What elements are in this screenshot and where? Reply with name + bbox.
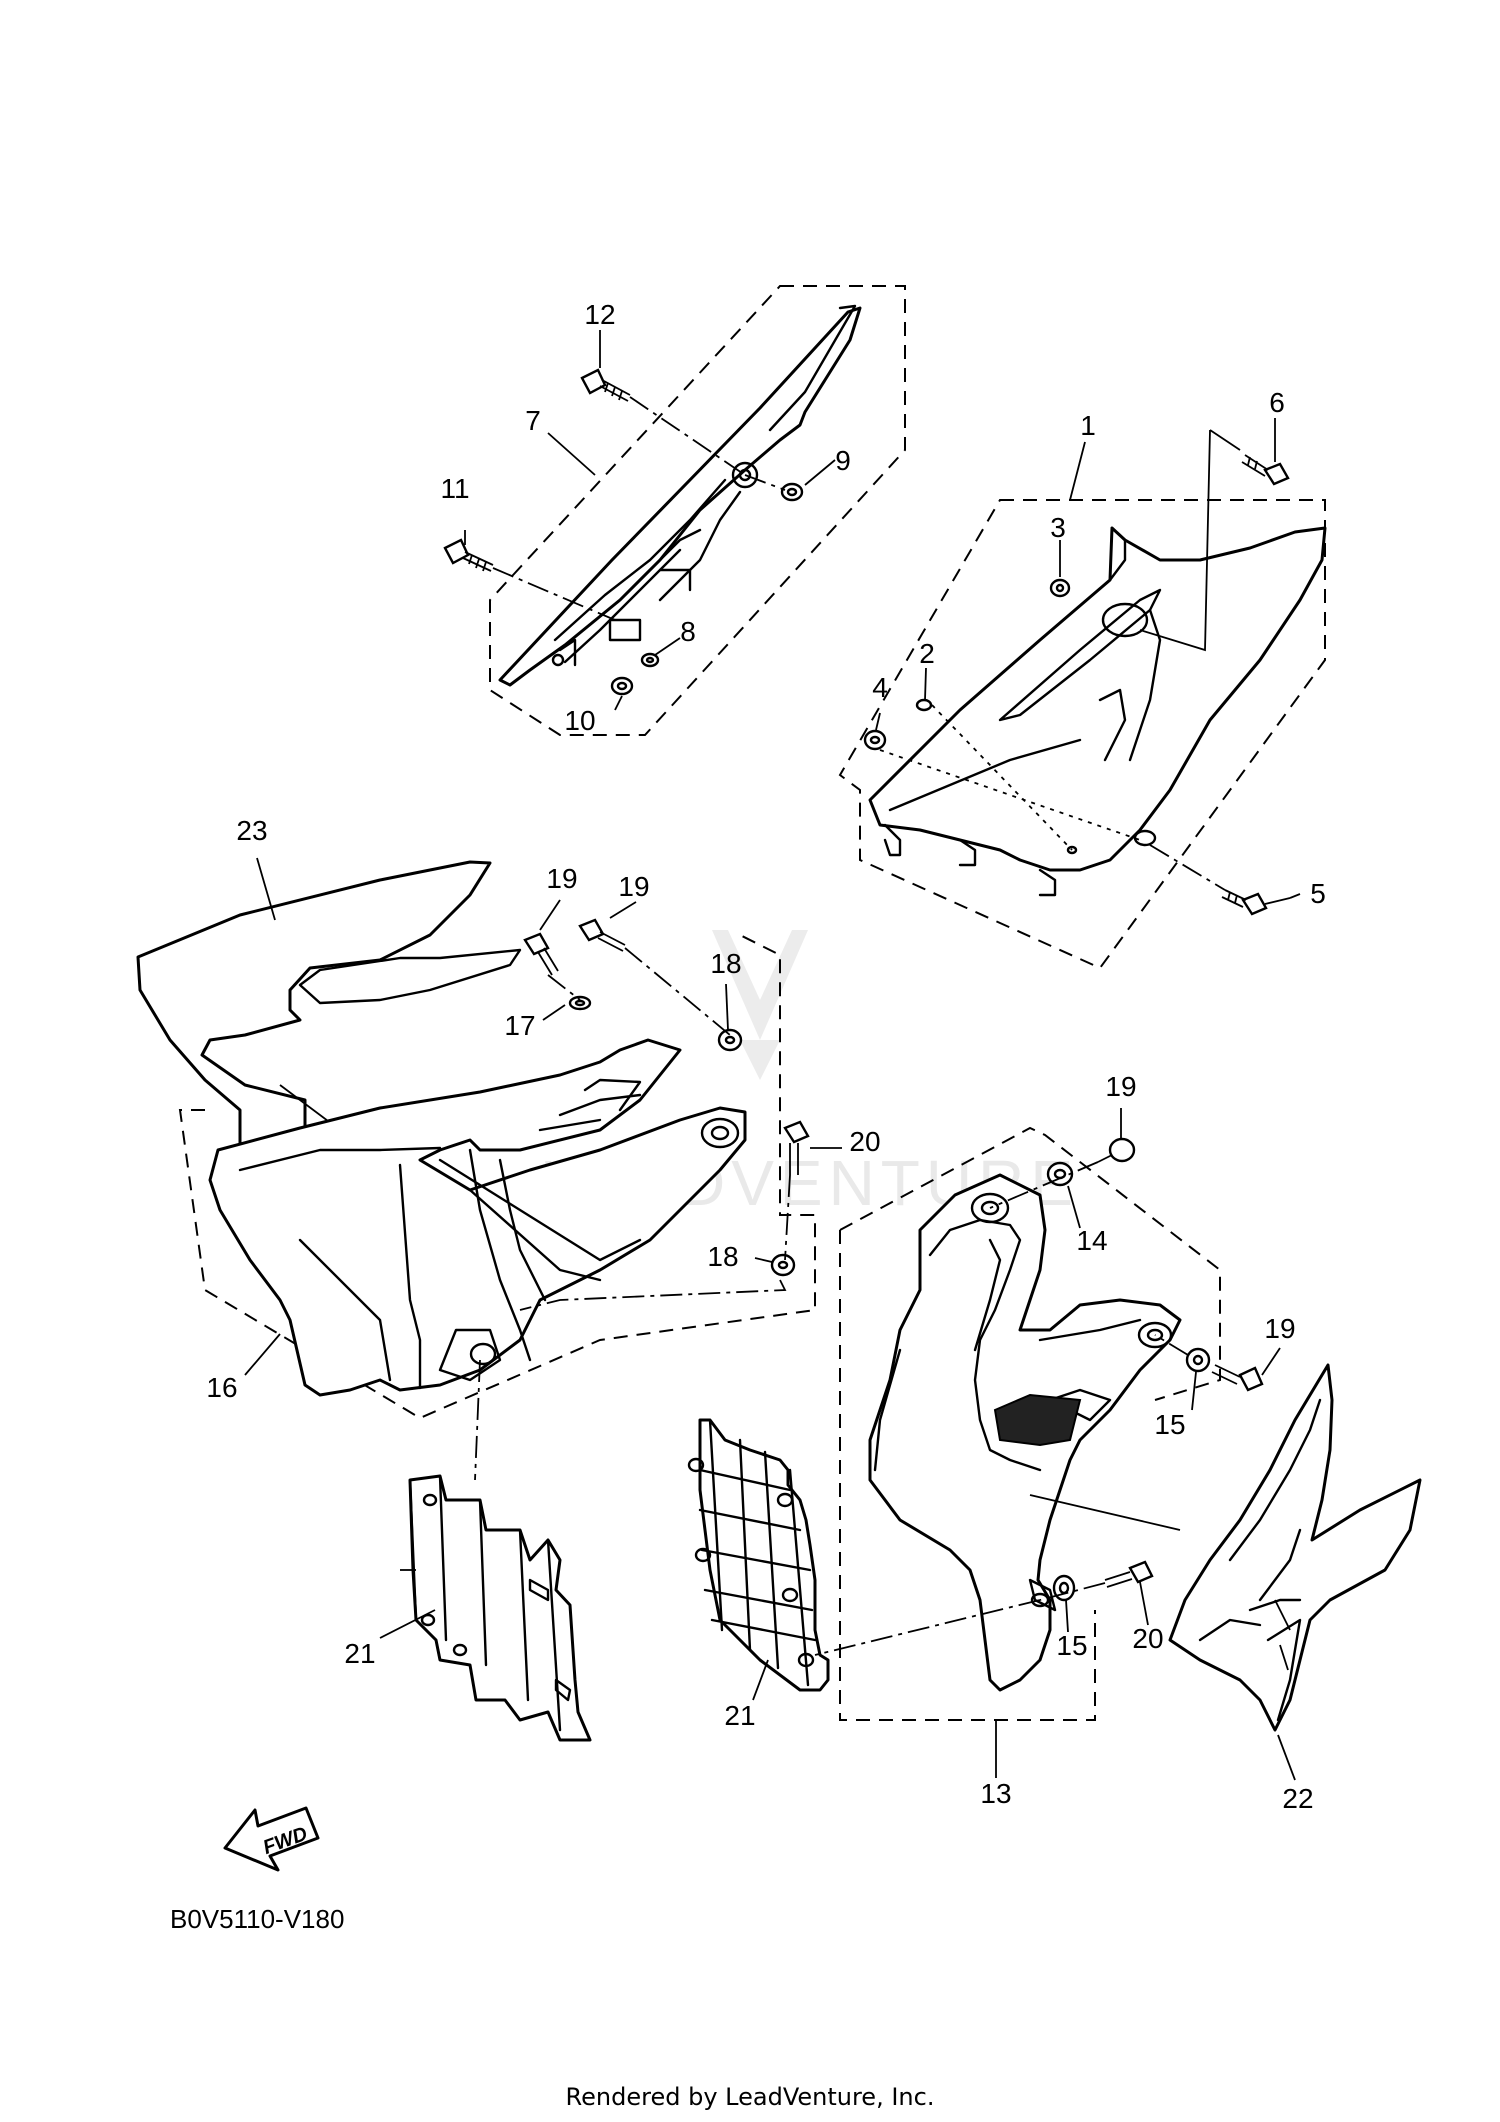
callout-16: 16 — [206, 1372, 237, 1403]
part-1-side-cover — [838, 429, 1327, 970]
washer-8-icon — [640, 652, 660, 668]
leadventure-logo-icon — [712, 930, 808, 1080]
callout-6: 6 — [1269, 387, 1285, 418]
callout-22: 22 — [1282, 1783, 1313, 1814]
callout-18b: 18 — [707, 1241, 738, 1272]
part-21-louver-left — [400, 1474, 592, 1742]
callout-2: 2 — [919, 638, 935, 669]
callout-labels: 12 7 11 9 8 10 1 6 3 2 4 5 23 19 19 18 1… — [206, 299, 1325, 1814]
callout-23: 23 — [236, 815, 267, 846]
part-21-louver-right — [687, 1418, 830, 1692]
bolt-6-icon — [1241, 454, 1290, 486]
washer-17-icon — [568, 995, 592, 1011]
callout-13: 13 — [980, 1778, 1011, 1809]
nut-18a-icon — [717, 1028, 743, 1052]
part-22-decal — [1168, 1363, 1422, 1732]
callout-18a: 18 — [710, 948, 741, 979]
rendered-by-footer: Rendered by LeadVenture, Inc. — [566, 2083, 935, 2111]
bolt-20a-icon — [783, 1120, 810, 1175]
washer-9-icon — [780, 482, 804, 502]
bolt-19a-icon — [523, 932, 559, 976]
fwd-arrow-icon: FWD — [223, 1806, 320, 1872]
washer-15a-icon — [1185, 1347, 1211, 1373]
callout-8: 8 — [680, 616, 696, 647]
callout-17: 17 — [504, 1010, 535, 1041]
washer-15b-icon — [1052, 1574, 1076, 1602]
callout-19d: 19 — [1264, 1313, 1295, 1344]
bolt-11-icon — [443, 538, 494, 572]
callout-19b: 19 — [618, 871, 649, 902]
callout-9: 9 — [835, 445, 851, 476]
callout-19a: 19 — [546, 863, 577, 894]
callout-15a: 15 — [1154, 1409, 1185, 1440]
callout-5: 5 — [1310, 878, 1326, 909]
washer-10-icon — [610, 676, 634, 696]
nut-19c-icon — [1097, 1137, 1136, 1163]
bolt-20b-icon — [1104, 1560, 1154, 1588]
callout-4: 4 — [872, 672, 888, 703]
bolt-19b-icon — [578, 918, 626, 952]
bolt-12-icon — [580, 368, 631, 402]
nut-4-icon — [863, 729, 887, 751]
nut-18b-icon — [770, 1253, 796, 1277]
callout-15b: 15 — [1056, 1630, 1087, 1661]
callout-10: 10 — [564, 705, 595, 736]
leader-lines — [244, 330, 1301, 1781]
callout-1: 1 — [1080, 410, 1096, 441]
part-7-side-cover — [443, 285, 906, 736]
callout-20b: 20 — [1132, 1623, 1163, 1654]
callout-19c: 19 — [1105, 1071, 1136, 1102]
bolt-19d-icon — [1211, 1364, 1264, 1392]
callout-7: 7 — [525, 405, 541, 436]
bolt-5-icon — [1221, 889, 1268, 916]
callout-11: 11 — [440, 473, 469, 504]
part-16-shroud — [178, 918, 816, 1481]
callout-3: 3 — [1050, 512, 1066, 543]
callout-14: 14 — [1076, 1225, 1107, 1256]
part-13-shroud — [814, 1126, 1264, 1721]
callout-20a: 20 — [849, 1126, 880, 1157]
washer-3-icon — [1049, 578, 1071, 598]
callout-12: 12 — [584, 299, 615, 330]
washer-2-icon — [915, 698, 933, 712]
callout-21b: 21 — [724, 1700, 755, 1731]
callout-21a: 21 — [344, 1638, 375, 1669]
diagram-code: B0V5110-V180 — [170, 1904, 344, 1934]
